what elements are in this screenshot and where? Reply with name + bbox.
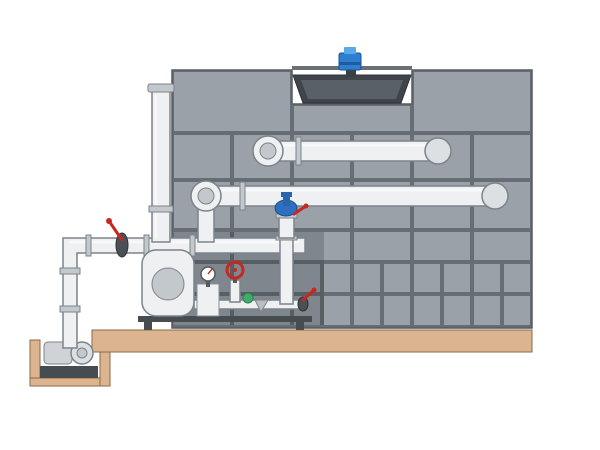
- upper-pipe-end-cap: [424, 137, 452, 165]
- pump-casing-hub: [76, 347, 88, 359]
- tower-panel: [353, 295, 381, 326]
- tower-panel: [413, 263, 441, 293]
- valve-stub: [229, 279, 241, 303]
- float-valve-device: [338, 47, 362, 77]
- butterfly-valve-body: [115, 232, 129, 258]
- device-body: [338, 52, 362, 71]
- control-valve-riser: [279, 237, 294, 305]
- drain-valve-body: [297, 296, 309, 312]
- tower-panel: [323, 295, 351, 326]
- standpipe-collar: [148, 205, 174, 213]
- tower-panel: [503, 295, 531, 326]
- middle-pipe-flange-hub: [197, 187, 215, 205]
- basin-interior: [301, 80, 403, 99]
- device-cap: [344, 47, 356, 54]
- tower-panel: [173, 71, 291, 132]
- middle-pipe-end-cap: [481, 182, 509, 210]
- drain-valve-knob: [311, 287, 317, 293]
- tower-panel: [473, 231, 531, 261]
- pipe-flange: [189, 234, 196, 257]
- lower-header-pipe: [190, 180, 509, 243]
- tower-panel: [293, 105, 411, 132]
- pit-right-wall: [99, 351, 111, 387]
- upper-header-pipe: [252, 135, 452, 167]
- device-stand: [346, 68, 356, 77]
- tower-panel: [473, 263, 501, 293]
- tower-panel: [413, 295, 441, 326]
- actuator-cap: [281, 192, 292, 197]
- red-handwheel-valve: [225, 260, 245, 280]
- tower-panel: [443, 295, 471, 326]
- control-cabinet: [196, 283, 220, 317]
- actuator-stem: [283, 196, 290, 206]
- handwheel-hub: [233, 268, 237, 272]
- pump-base: [40, 366, 98, 378]
- ground-platform: [29, 329, 533, 387]
- gauge-needle: [207, 268, 213, 275]
- tower-panel: [383, 263, 411, 293]
- pipe-flange: [239, 181, 246, 211]
- skid-leg: [296, 322, 304, 330]
- strainer: [254, 299, 269, 314]
- tower-panel: [173, 134, 231, 179]
- gauge-stem: [206, 281, 210, 287]
- tower-panel: [353, 231, 411, 261]
- standpipe: [147, 83, 175, 243]
- skid-frame: [138, 316, 312, 322]
- tower-panel: [413, 231, 471, 261]
- tower-panel: [353, 263, 381, 293]
- butterfly-valve-knob: [106, 218, 112, 224]
- tower-panel: [293, 263, 321, 293]
- tower-panel: [383, 295, 411, 326]
- device-band: [339, 62, 361, 65]
- pit-bottom: [29, 377, 111, 387]
- standpipe-cap: [147, 83, 175, 93]
- green-indicator: [242, 292, 254, 304]
- riser-collar: [59, 267, 81, 275]
- hot-water-basin: [292, 74, 412, 104]
- tower-panel: [413, 71, 531, 132]
- valve-stem: [233, 277, 237, 283]
- tower-panel: [323, 263, 351, 293]
- pipe-flange: [295, 136, 302, 166]
- upper-pipe-flange-hub: [259, 142, 277, 160]
- tower-panel: [443, 263, 471, 293]
- tower-panel: [473, 134, 531, 179]
- tower-panel: [503, 263, 531, 293]
- control-valve-body: [278, 215, 295, 239]
- control-valve-knob: [303, 203, 309, 209]
- tower-panel: [473, 295, 501, 326]
- butterfly-valve-lever: [107, 219, 124, 242]
- riser-collar: [59, 305, 81, 313]
- skid-leg: [144, 322, 152, 330]
- separator-tank-face: [151, 267, 185, 301]
- pump-skid: [138, 192, 317, 330]
- slab: [91, 329, 533, 353]
- pipe-flange: [85, 234, 92, 257]
